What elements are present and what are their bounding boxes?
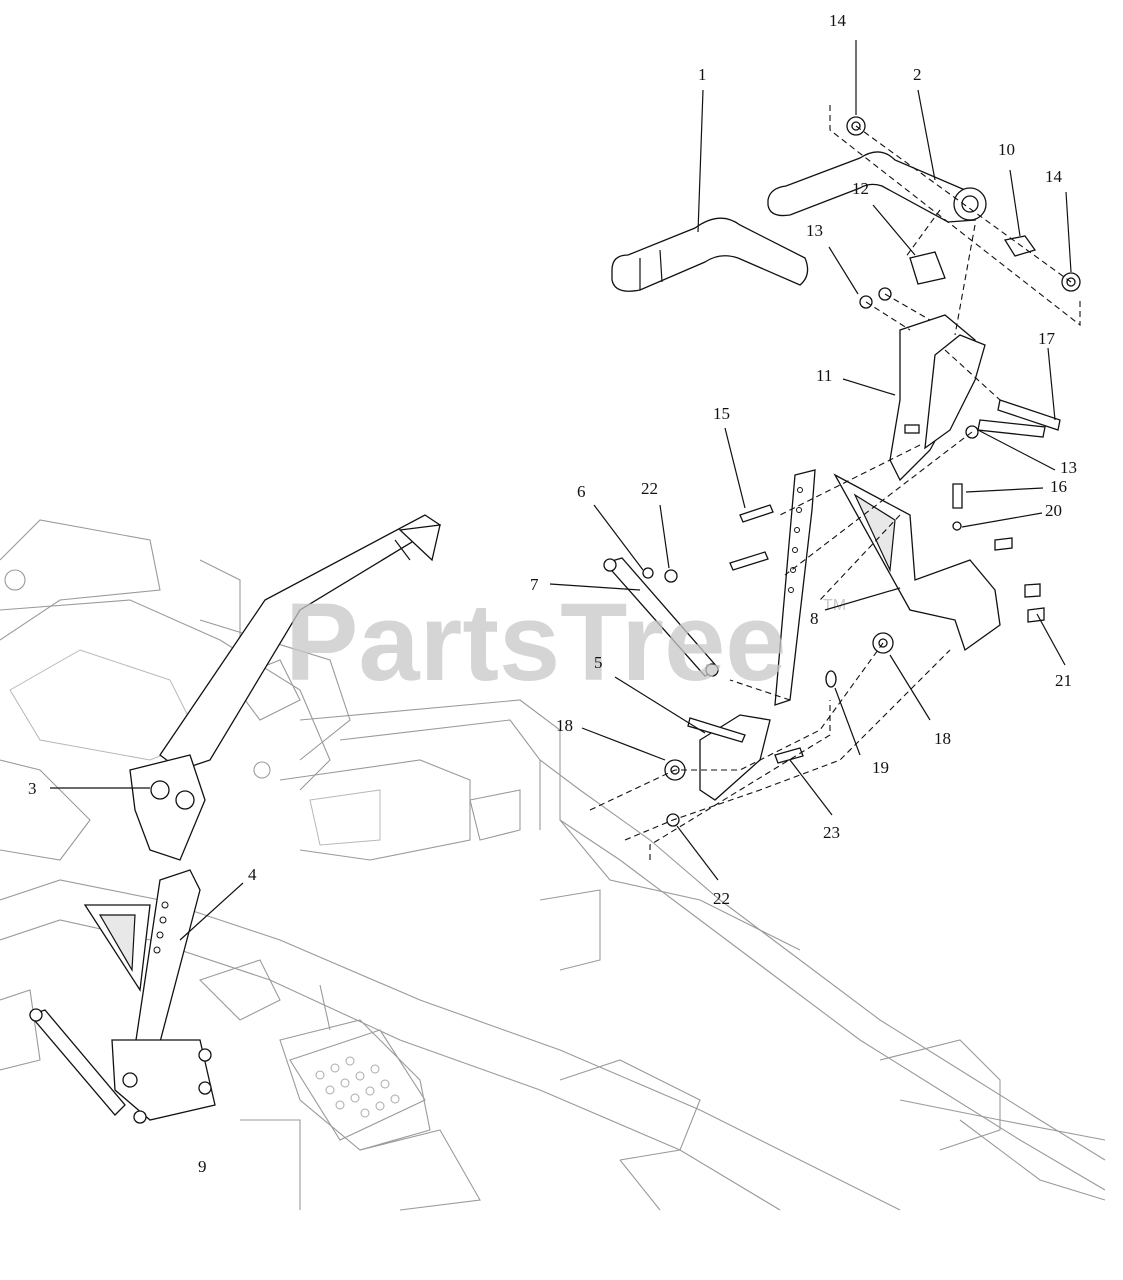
- callout-3: 3: [28, 779, 37, 798]
- callout-10: 10: [998, 140, 1015, 159]
- callout-23: 23: [823, 823, 840, 842]
- watermark: PartsTree TM: [285, 581, 846, 704]
- callout-22-lower: 22: [713, 889, 730, 908]
- exploded-parts: [603, 116, 1081, 827]
- callout-16: 16: [1050, 477, 1067, 496]
- foot-plate: [289, 1029, 426, 1141]
- callout-21: 21: [1055, 671, 1072, 690]
- assembly-guide-lines: [589, 105, 1081, 860]
- callout-labels: 1 2 3 4 5 6 7 8 9 10 11 12 13 13 14 14 1…: [28, 11, 1077, 1176]
- callout-6: 6: [577, 482, 586, 501]
- callout-18-right: 18: [934, 729, 951, 748]
- callout-19: 19: [872, 758, 889, 777]
- callout-1: 1: [698, 65, 707, 84]
- watermark-text: PartsTree: [285, 581, 786, 704]
- callout-2: 2: [913, 65, 922, 84]
- callout-5: 5: [594, 653, 603, 672]
- callout-4: 4: [248, 865, 257, 884]
- callout-17: 17: [1038, 329, 1056, 348]
- callout-8: 8: [810, 609, 819, 628]
- callout-14-left: 14: [829, 11, 847, 30]
- callout-11: 11: [816, 366, 832, 385]
- callout-12: 12: [852, 179, 869, 198]
- callout-13-lower: 13: [1060, 458, 1077, 477]
- chassis-frame: [0, 519, 1106, 1211]
- callout-15: 15: [713, 404, 730, 423]
- installed-handle-assembly: [28, 514, 442, 1124]
- callout-18-left: 18: [556, 716, 573, 735]
- callout-13-upper: 13: [806, 221, 823, 240]
- callout-20: 20: [1045, 501, 1062, 520]
- callout-9: 9: [198, 1157, 207, 1176]
- callout-7: 7: [530, 575, 539, 594]
- callout-leaders: [50, 40, 1072, 941]
- callout-14-right: 14: [1045, 167, 1063, 186]
- callout-22-upper: 22: [641, 479, 658, 498]
- watermark-trademark: TM: [823, 597, 846, 614]
